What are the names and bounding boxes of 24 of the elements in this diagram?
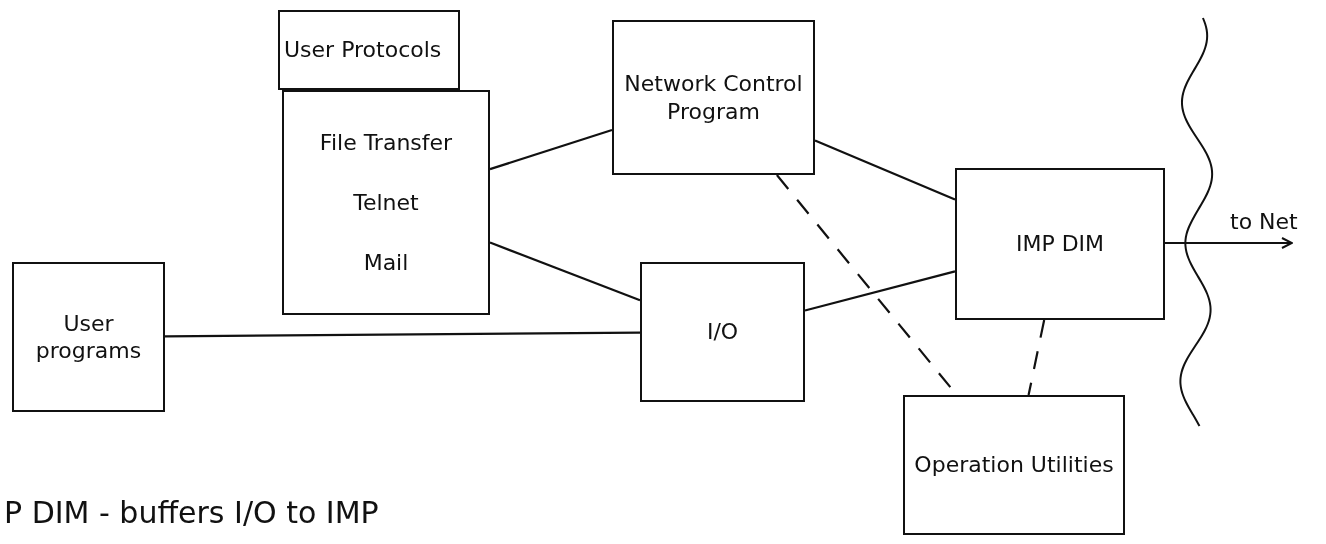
connector-line: [804, 270, 956, 312]
box-label: IMP DIM: [1015, 230, 1105, 258]
process-box: [12, 262, 165, 412]
process-box: [640, 262, 805, 402]
box-label: Mail: [363, 248, 409, 277]
box-label: File Transfer: [319, 128, 453, 157]
box-label: User Protocols: [284, 36, 442, 64]
connector-line: [489, 241, 641, 302]
box-label: Operation Utilities: [914, 451, 1114, 479]
process-box: [612, 20, 815, 175]
box-label: Network Control Program: [623, 70, 804, 125]
process-box: [282, 90, 490, 315]
process-box: [955, 168, 1165, 320]
note-text: P DIM - buffers I/O to IMP: [4, 495, 379, 530]
box-label: User programs: [34, 309, 143, 365]
connector-line: [489, 129, 613, 171]
connector-line: [814, 139, 956, 201]
connector-line: [1027, 319, 1046, 396]
process-box: [903, 395, 1125, 535]
process-box: [278, 10, 460, 90]
connector-line: [165, 331, 640, 338]
arrow: [1165, 237, 1293, 249]
box-label: I/O: [706, 318, 739, 346]
box-label: Telnet: [353, 188, 419, 217]
